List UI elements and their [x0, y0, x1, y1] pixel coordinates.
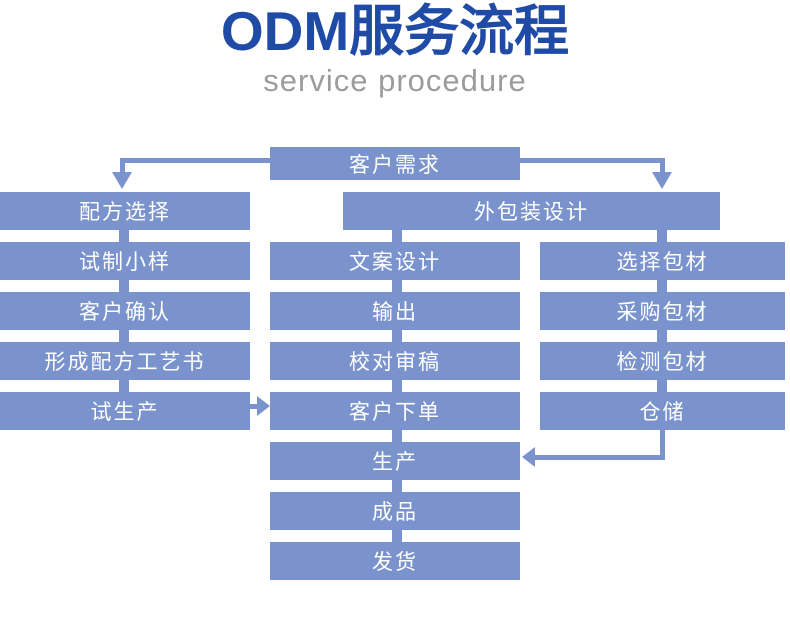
connector-right-drop-line [660, 158, 665, 174]
flow-box-copy-design: 文案设计 [270, 242, 520, 280]
connector-right-gap-2 [657, 280, 667, 292]
flow-box-select-packaging-material: 选择包材 [540, 242, 785, 280]
connector-mid-gap-3 [392, 330, 402, 342]
connector-mid-gap-4 [392, 380, 402, 392]
connector-left-gap-4 [119, 380, 129, 392]
flow-box-trial-sample: 试制小样 [0, 242, 250, 280]
connector-top-left-line [120, 158, 270, 163]
connector-top-right-line [520, 158, 665, 163]
connector-warehouse-to-production-line [534, 455, 665, 460]
arrow-down-left-icon [112, 172, 132, 189]
flow-box-proofreading: 校对审稿 [270, 342, 520, 380]
flow-box-finished-product: 成品 [270, 492, 520, 530]
flow-box-shipping: 发货 [270, 542, 520, 580]
arrow-left-icon [522, 447, 535, 467]
connector-left-gap-2 [119, 280, 129, 292]
flow-box-customer-requirements: 客户需求 [270, 147, 520, 180]
connector-trial-to-order-line [250, 404, 260, 409]
page-title: ODM服务流程 [220, 0, 570, 62]
flow-box-production: 生产 [270, 442, 520, 480]
arrow-down-right-icon [652, 172, 672, 189]
flow-box-packaging-design: 外包装设计 [343, 192, 720, 230]
connector-warehouse-drop-line [660, 430, 665, 460]
flow-box-inspect-packaging-material: 检测包材 [540, 342, 785, 380]
flow-box-formula-process-document: 形成配方工艺书 [0, 342, 250, 380]
connector-mid-gap-1 [392, 230, 402, 242]
connector-left-gap-3 [119, 330, 129, 342]
page-subtitle: service procedure [263, 63, 527, 98]
flow-box-customer-confirmation: 客户确认 [0, 292, 250, 330]
flow-box-trial-production: 试生产 [0, 392, 250, 430]
connector-mid-gap-2 [392, 280, 402, 292]
flow-box-purchase-packaging-material: 采购包材 [540, 292, 785, 330]
arrow-right-icon [257, 396, 270, 416]
connector-mid-gap-7 [392, 530, 402, 542]
connector-right-gap-1 [657, 230, 667, 242]
flow-box-formula-selection: 配方选择 [0, 192, 250, 230]
connector-mid-gap-5 [392, 430, 402, 442]
flow-box-warehousing: 仓储 [540, 392, 785, 430]
connector-left-drop-line [120, 158, 125, 174]
connector-mid-gap-6 [392, 480, 402, 492]
flow-box-customer-order: 客户下单 [270, 392, 520, 430]
connector-right-gap-3 [657, 330, 667, 342]
connector-right-gap-4 [657, 380, 667, 392]
flow-box-output: 输出 [270, 292, 520, 330]
connector-left-gap-1 [119, 230, 129, 242]
